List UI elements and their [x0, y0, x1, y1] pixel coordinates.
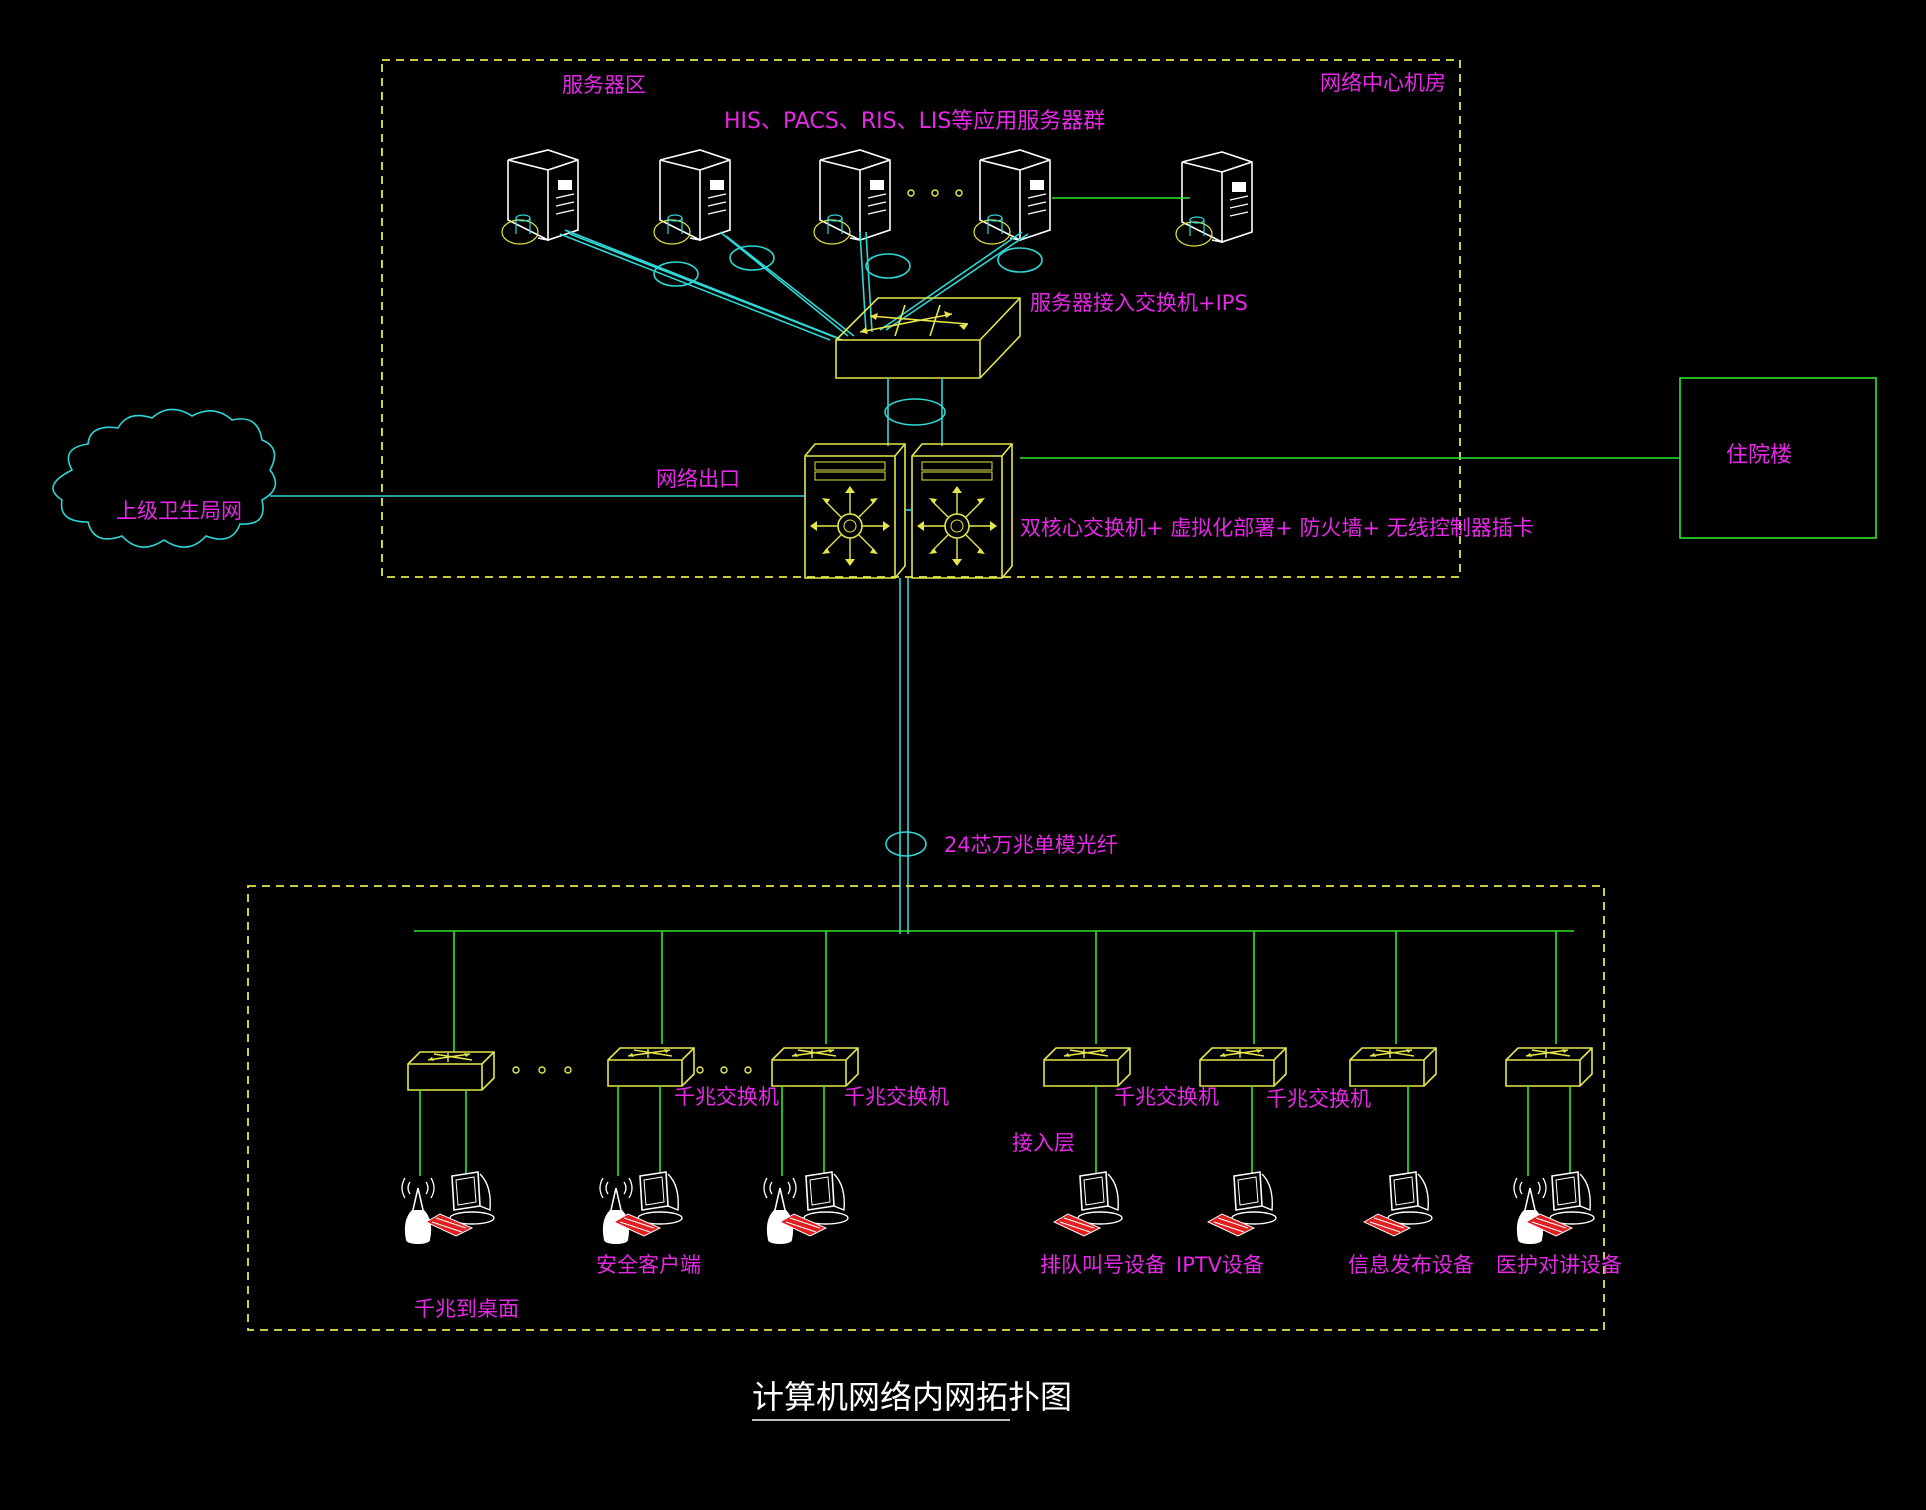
ellipsis-dots — [907, 189, 963, 197]
endpoint-label: 千兆到桌面 — [414, 1297, 519, 1321]
access-switch-icon — [1199, 1047, 1287, 1087]
wireless-ap-icon — [599, 1177, 633, 1245]
endpoint-label: 信息发布设备 — [1348, 1253, 1474, 1277]
desktop-pc-icon — [1207, 1171, 1277, 1237]
server-icon — [973, 149, 1051, 245]
app-servers-label: HIS、PACS、RIS、LIS等应用服务器群 — [724, 109, 1105, 134]
data-center-boundary — [381, 59, 1461, 578]
endpoint-label: 安全客户端 — [596, 1253, 701, 1277]
server-icon — [1175, 151, 1253, 247]
access-layer-boundary — [247, 885, 1605, 1331]
inpatient-building-label: 住院楼 — [1726, 443, 1792, 468]
upstream-network-label: 上级卫生局网 — [116, 499, 242, 523]
cloud-icon — [52, 408, 277, 548]
server-zone-label: 服务器区 — [562, 73, 646, 97]
ellipsis-dots — [512, 1066, 752, 1074]
wireless-ap-icon — [763, 1177, 797, 1245]
fiber-trunk — [885, 578, 927, 934]
access-switch-icon — [607, 1047, 695, 1087]
core-switch-icon — [804, 443, 906, 579]
server-switch-label: 服务器接入交换机+IPS — [1030, 291, 1248, 315]
server-icon — [813, 149, 891, 245]
network-exit-label: 网络出口 — [656, 467, 740, 491]
desktop-pc-icon — [1363, 1171, 1433, 1237]
access-switch-icon — [1043, 1047, 1131, 1087]
endpoint-label: 排队叫号设备 — [1040, 1253, 1166, 1277]
wireless-ap-icon — [1513, 1177, 1547, 1245]
access-switch-icon — [407, 1051, 495, 1091]
access-switch-icon — [1505, 1047, 1593, 1087]
access-layer-label: 接入层 — [1012, 1131, 1075, 1155]
desktop-pc-icon — [613, 1171, 683, 1237]
access-switch-icon — [1349, 1047, 1437, 1087]
access-switch-icon — [771, 1047, 859, 1087]
core-switch-icon — [911, 443, 1013, 579]
switch-label: 千兆交换机 — [844, 1085, 949, 1109]
bus-drops — [453, 931, 1557, 1052]
desktop-pc-icon — [779, 1171, 849, 1237]
core-switch-label: 双核心交换机+ 虚拟化部署+ 防火墙+ 无线控制器插卡 — [1020, 516, 1534, 540]
core-uplink — [884, 378, 946, 446]
server-access-switch-icon — [835, 297, 1021, 379]
endpoint-label: 医护对讲设备 — [1496, 1253, 1622, 1277]
server-uplinks — [559, 229, 1043, 341]
desktop-pc-icon — [1525, 1171, 1595, 1237]
switch-label: 千兆交换机 — [1114, 1085, 1219, 1109]
wireless-ap-icon — [401, 1177, 435, 1245]
endpoint-label: IPTV设备 — [1176, 1253, 1264, 1277]
data-center-label: 网络中心机房 — [1320, 71, 1446, 95]
desktop-pc-icon — [425, 1171, 495, 1237]
diagram-title: 计算机网络内网拓扑图 — [752, 1378, 1072, 1416]
fiber-label: 24芯万兆单模光纤 — [944, 833, 1118, 857]
server-icon — [653, 149, 731, 245]
switch-label: 千兆交换机 — [1266, 1087, 1371, 1111]
desktop-pc-icon — [1053, 1171, 1123, 1237]
switch-label: 千兆交换机 — [674, 1085, 779, 1109]
inpatient-building-box — [1679, 377, 1877, 539]
endpoint-drops — [419, 1086, 1571, 1176]
